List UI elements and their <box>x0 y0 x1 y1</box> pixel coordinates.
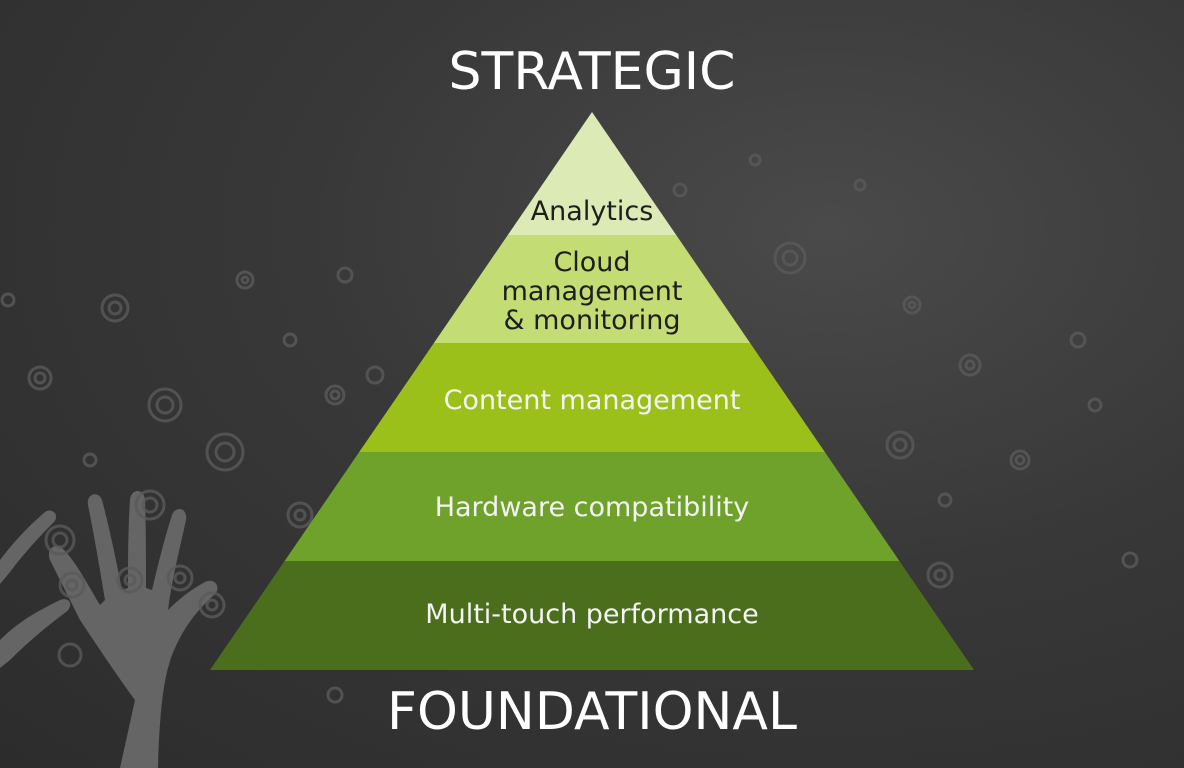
layer-label-hardware-compatibility: Hardware compatibility <box>434 492 750 523</box>
pyramid-layer-5 <box>210 561 974 670</box>
touch-ripple-icon <box>0 153 1139 704</box>
foundational-label: FOUNDATIONAL <box>387 682 797 742</box>
pyramid-layer-1 <box>507 112 677 235</box>
pyramid-layer-3 <box>359 343 825 452</box>
layer-label-content-management: Content management <box>443 385 741 416</box>
layer-label-line: Cloud <box>553 247 631 278</box>
layer-label-cloud-management: Cloud management & monitoring <box>400 248 784 335</box>
layer-label-analytics: Analytics <box>530 196 654 227</box>
layer-label-line: management <box>501 276 683 307</box>
layer-label-multi-touch-performance: Multi-touch performance <box>425 599 759 630</box>
strategic-label: STRATEGIC <box>448 42 736 102</box>
pyramid-layer-2 <box>433 235 751 343</box>
pyramid-layer-4 <box>284 452 900 561</box>
layer-label-line: & monitoring <box>503 305 681 336</box>
hand-icon <box>0 491 218 768</box>
